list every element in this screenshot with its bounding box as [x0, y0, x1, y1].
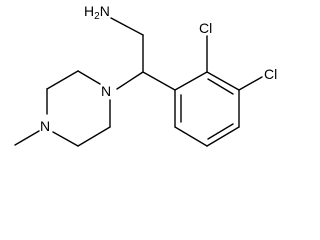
structure-canvas: H2N Cl Cl N N	[14, 3, 277, 147]
pip-bond-n1-c2	[77, 70, 101, 85]
amine-label: H2N	[84, 3, 110, 22]
bond-n4-methyl	[14, 130, 40, 146]
ring-bond-2	[206, 71, 240, 91]
ring-bond-1	[174, 71, 208, 91]
bond-ch-ring	[142, 71, 176, 91]
ring-bond-5	[174, 126, 208, 147]
ring-double-bond-b	[207, 123, 234, 140]
piperazine-n1-label: N	[101, 83, 111, 99]
piperazine-n4-label: N	[40, 118, 50, 134]
bond-amine-ch2	[110, 17, 144, 36]
piperazine-ring	[14, 70, 111, 147]
bond-ring-cl2	[238, 76, 263, 91]
pip-bond-c5-c6	[77, 126, 111, 147]
chlorine-label-2: Cl	[264, 66, 277, 82]
ring-bond-4	[206, 126, 240, 147]
pip-bond-n4-c5	[52, 131, 79, 147]
side-chain	[110, 17, 176, 91]
chlorine-label-1: Cl	[199, 20, 212, 36]
ring-double-bond-a	[207, 78, 234, 95]
chemical-structure: H2N Cl Cl N N	[14, 3, 277, 147]
bond-ch-piperazine-n	[116, 71, 144, 90]
pip-bond-c2-c3	[46, 70, 79, 90]
dichlorophenyl-ring	[174, 35, 263, 147]
